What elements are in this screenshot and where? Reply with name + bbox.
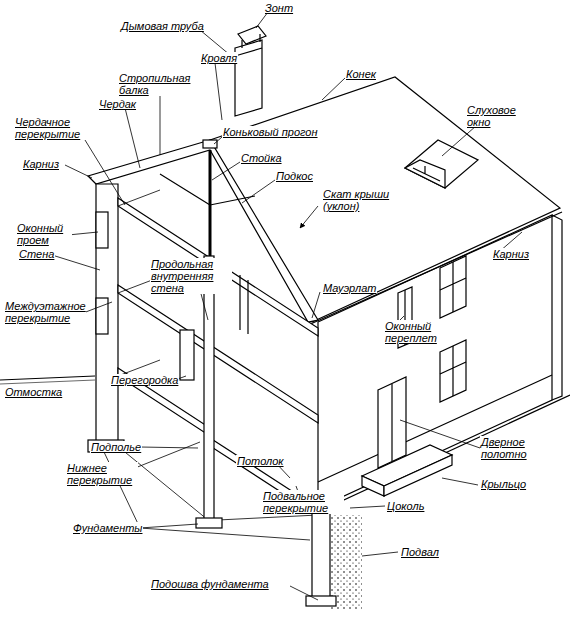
part-label: Фундаменты [72, 522, 143, 534]
part-label: Дверное полотно [480, 436, 544, 460]
part-label: Подвал [400, 546, 440, 558]
part-label: Подполье [90, 441, 142, 453]
part-label: Конек [345, 68, 377, 80]
part-label: Чердачное перекрытие [14, 116, 90, 140]
part-label: Нижнее перекрытие [66, 462, 138, 486]
part-label: Потолок [236, 455, 285, 467]
part-label: Перегородка [110, 374, 179, 386]
part-label: Скат крыши (уклон) [322, 188, 404, 212]
part-label: Отмостка [4, 386, 63, 398]
part-label: Оконный проем [16, 222, 72, 246]
part-label: Стойка [240, 152, 283, 164]
part-label: Подошва фундамента [150, 578, 270, 590]
part-label: Стена [18, 248, 55, 260]
part-label: Слуховое окно [466, 104, 532, 128]
part-label: Продольная внутренняя стена [150, 258, 232, 294]
part-label: Карниз [22, 158, 60, 170]
part-label: Кровля [200, 52, 238, 64]
part-label: Мауэрлат [322, 282, 377, 294]
part-label: Междуэтажное перекрытие [4, 300, 86, 324]
part-label: Стропильная балка [118, 72, 190, 96]
part-label: Чердак [98, 98, 137, 110]
part-label: Зонт [264, 2, 294, 14]
part-label: Подвальное перекрытие [262, 490, 344, 514]
part-label: Оконный переплет [384, 320, 456, 344]
part-label: Крыльцо [480, 478, 527, 490]
part-label: Цоколь [386, 500, 425, 512]
part-label: Карниз [492, 248, 530, 260]
part-label: Дымовая труба [120, 20, 205, 32]
part-label: Коньковый прогон [222, 126, 319, 138]
part-label: Подкос [275, 170, 314, 182]
